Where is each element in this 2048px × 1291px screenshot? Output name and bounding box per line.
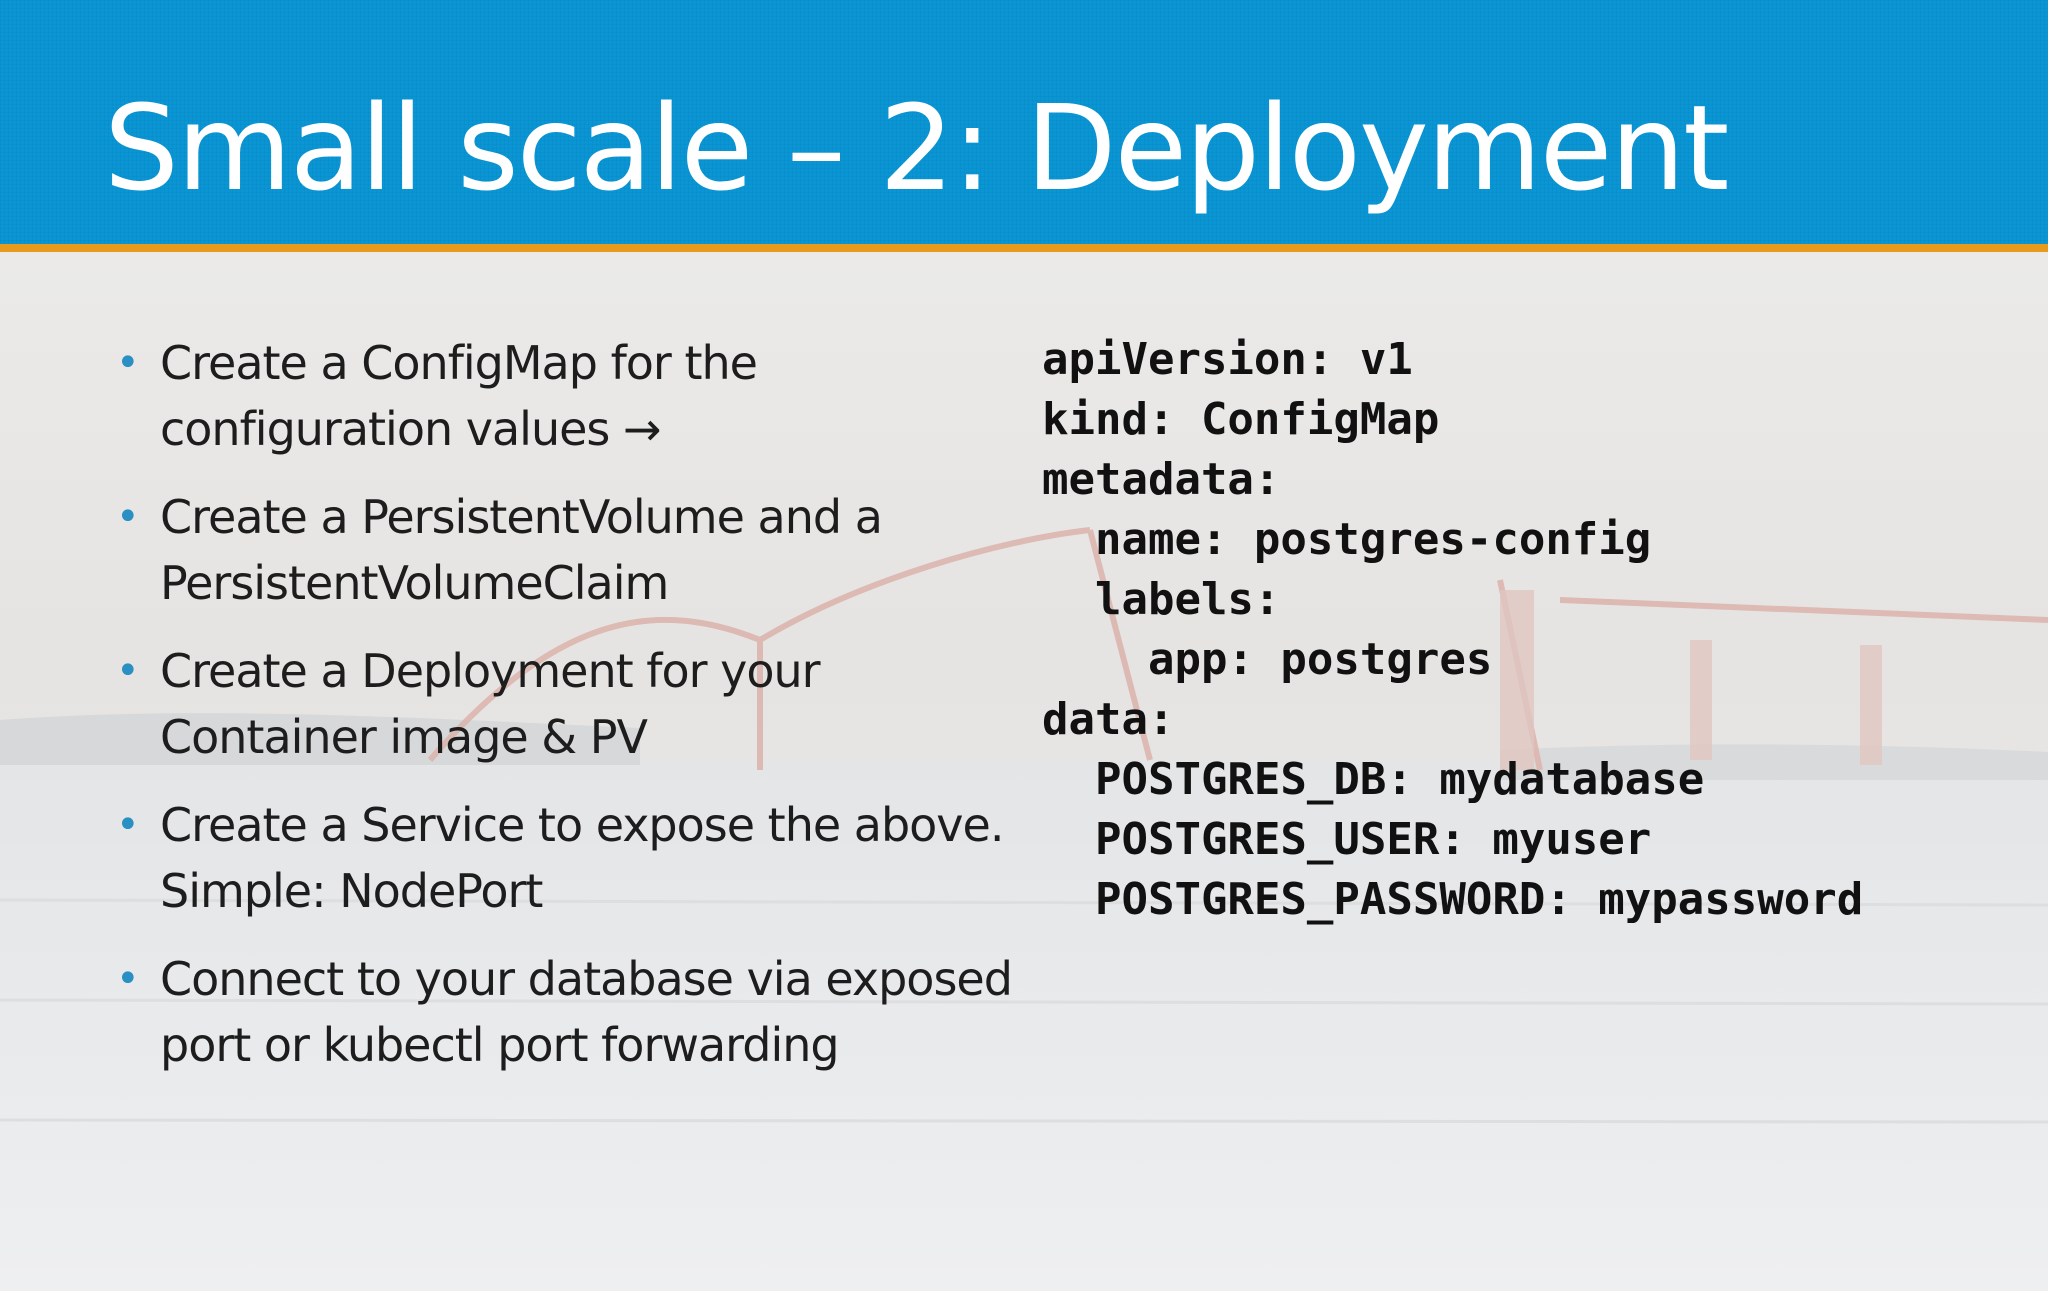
- bullet-item: • Connect to your database via exposed p…: [112, 946, 1013, 1078]
- code-line: app: postgres: [1042, 634, 1493, 685]
- bullet-item: • Create a PersistentVolume and a Persis…: [112, 484, 1012, 616]
- code-line: POSTGRES_PASSWORD: mypassword: [1042, 874, 1864, 925]
- bullet-item: • Create a Service to expose the above. …: [112, 792, 1012, 924]
- bullet-line: Create a ConfigMap for the: [160, 336, 758, 390]
- slide-title: Small scale – 2: Deployment: [104, 79, 1729, 217]
- configmap-yaml-code: apiVersion: v1 kind: ConfigMap metadata: n…: [1042, 330, 1863, 930]
- bullet-line: PersistentVolumeClaim: [160, 556, 669, 610]
- bullet-marker: •: [116, 494, 140, 540]
- bullet-line: Create a Service to expose the above.: [160, 798, 1004, 852]
- bullet-line: Simple: NodePort: [160, 864, 543, 918]
- bullet-line: Connect to your database via exposed: [160, 952, 1013, 1006]
- bullet-line: port or kubectl port forwarding: [160, 1018, 840, 1072]
- bullet-marker: •: [116, 340, 140, 386]
- bullet-line: Create a PersistentVolume and a: [160, 490, 883, 544]
- bullet-marker: •: [116, 648, 140, 694]
- bullet-line: configuration values →: [160, 402, 662, 456]
- code-line: labels:: [1042, 574, 1281, 625]
- bullet-line: Container image & PV: [160, 710, 648, 764]
- title-bar-accent-rule: [0, 244, 2048, 252]
- bullet-item: • Create a Deployment for your Container…: [112, 638, 1012, 770]
- code-line: data:: [1042, 694, 1175, 745]
- bullet-marker: •: [116, 956, 140, 1002]
- title-bar: Small scale – 2: Deployment: [0, 0, 2048, 244]
- bullet-list: • Create a ConfigMap for the configurati…: [112, 330, 1013, 1100]
- bullet-marker: •: [116, 802, 140, 848]
- code-line: POSTGRES_DB: mydatabase: [1042, 754, 1705, 805]
- code-line: metadata:: [1042, 454, 1281, 505]
- code-line: name: postgres-config: [1042, 514, 1652, 565]
- code-line: POSTGRES_USER: myuser: [1042, 814, 1652, 865]
- code-line: kind: ConfigMap: [1042, 394, 1440, 445]
- bullet-line: Create a Deployment for your: [160, 644, 821, 698]
- code-line: apiVersion: v1: [1042, 334, 1413, 385]
- bullet-item: • Create a ConfigMap for the configurati…: [112, 330, 1012, 462]
